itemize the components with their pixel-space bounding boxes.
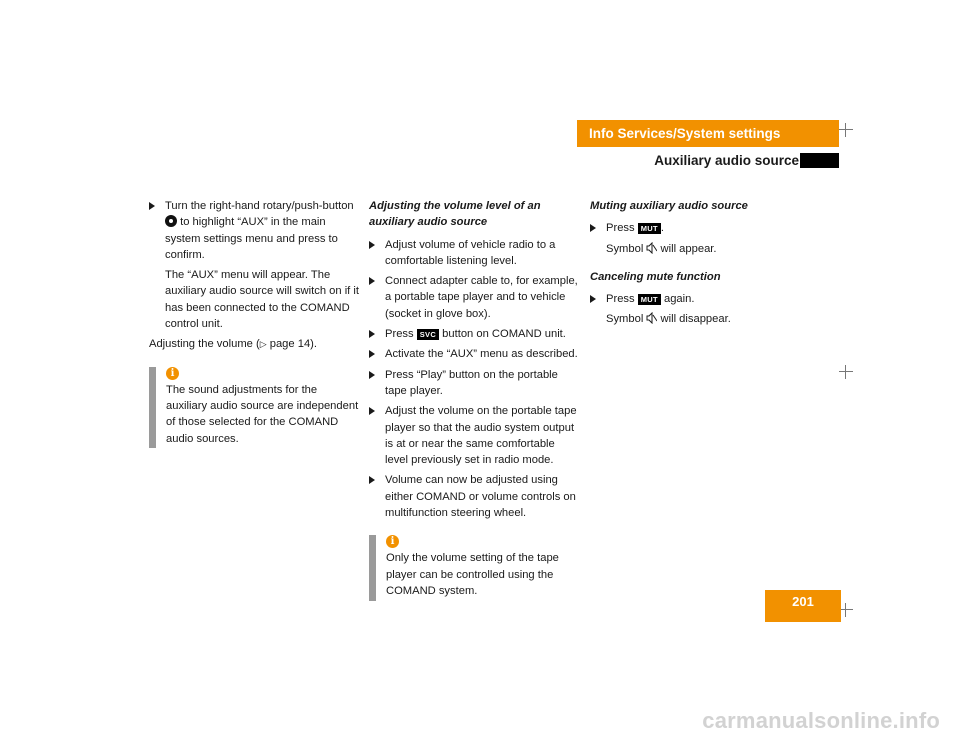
triangle-bullet-icon [369, 330, 375, 339]
subtitle-black-tab [800, 153, 839, 168]
crosshair-mark-icon [839, 365, 853, 379]
mute-symbol-note: Symbol will appear. [606, 241, 717, 255]
info-note: i Only the volume setting of the tape pl… [369, 535, 579, 602]
column-2: Adjusting the volume level of an auxilia… [369, 198, 579, 602]
mut-key: MUT [637, 223, 661, 235]
list-item: Press “Play” button on the portable tape… [369, 367, 579, 400]
section-subtitle: Auxiliary audio source [654, 153, 799, 168]
speaker-mute-icon [646, 241, 658, 254]
crosshair-mark-icon [839, 603, 853, 617]
speaker-mute-icon [646, 312, 658, 325]
section-heading: Muting auxiliary audio source [590, 200, 748, 212]
triangle-bullet-icon [369, 476, 375, 485]
list-item: Volume can now be adjusted using either … [369, 472, 579, 521]
svc-key: SVC [416, 329, 440, 341]
info-bar [149, 366, 156, 448]
unmute-symbol-note: Symbol will disappear. [606, 312, 731, 326]
info-icon: i [166, 366, 179, 380]
triangle-bullet-icon [369, 370, 375, 379]
column-3: Muting auxiliary audio source Press MUT.… [590, 198, 770, 332]
triangle-bullet-icon [590, 295, 596, 304]
info-text: The sound adjustments for the auxiliary … [166, 383, 359, 445]
info-bar [369, 535, 376, 602]
triangle-bullet-icon [369, 407, 375, 416]
triangle-bullet-icon [149, 202, 155, 210]
rotary-knob-icon [165, 215, 177, 228]
info-text: Only the volume setting of the tape play… [386, 552, 559, 597]
section-title: Info Services/System settings [589, 126, 781, 141]
section-heading: Canceling mute function [590, 270, 721, 283]
info-icon: i [386, 535, 399, 549]
page-number: 201 [792, 594, 814, 609]
adjust-volume-reference: Adjusting the volume (▷ page 14). [149, 338, 318, 351]
header-bar [577, 120, 839, 147]
list-item: Connect adapter cable to, for example, a… [369, 273, 579, 322]
triangle-bullet-icon [590, 224, 596, 233]
triangle-bullet-icon [369, 240, 375, 249]
list-item: Adjust the volume on the portable tape p… [369, 403, 579, 468]
list-item: Activate the “AUX” menu as described. [369, 346, 579, 362]
list-item: Adjust volume of vehicle radio to a comf… [369, 237, 579, 270]
column-1: Turn the right-hand rotary/push-button t… [149, 198, 359, 448]
page-ref-arrow-icon: ▷ [259, 339, 267, 350]
list-item: Press SVC button on COMAND unit. [369, 326, 579, 342]
list-item: Press MUT again. [590, 291, 770, 307]
mut-key: MUT [637, 294, 661, 306]
section-heading: Adjusting the volume level of an auxilia… [369, 200, 541, 229]
list-item: Turn the right-hand rotary/push-button t… [149, 198, 359, 263]
crosshair-mark-icon [839, 123, 853, 137]
page-number-box [765, 590, 841, 622]
triangle-bullet-icon [369, 277, 375, 286]
list-item: Press MUT. [590, 220, 770, 236]
info-note: i The sound adjustments for the auxiliar… [149, 366, 359, 448]
triangle-bullet-icon [369, 350, 375, 359]
watermark: carmanualsonline.info [702, 708, 940, 733]
aux-menu-note: The “AUX” menu will appear. The auxiliar… [165, 269, 359, 331]
